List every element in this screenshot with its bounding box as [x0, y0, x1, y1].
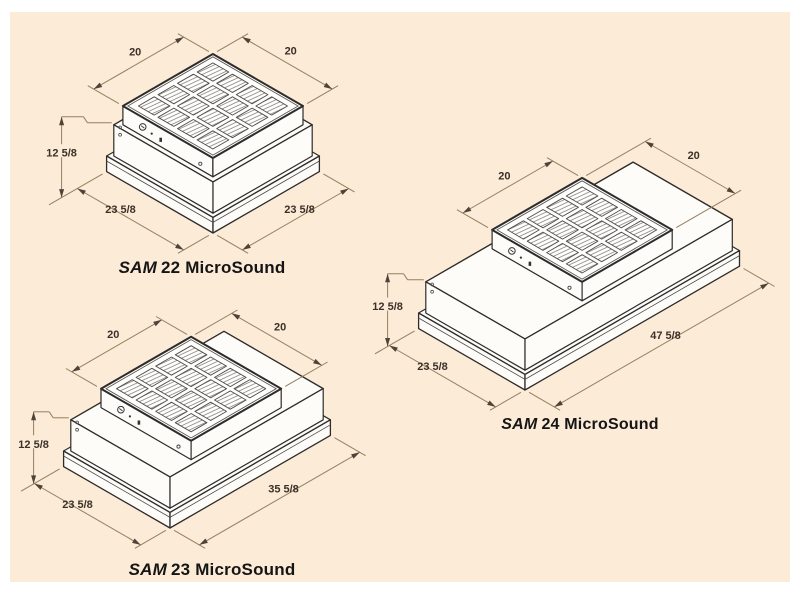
- sam-23-unit-drawing: 20 20 23 5/8 35 5/8 12 5/8: [18, 309, 366, 549]
- unit-label-brand: SAM: [128, 560, 167, 579]
- dim-top-left: 20: [129, 47, 141, 59]
- dim-top-right: 20: [688, 150, 700, 162]
- dim-top-right: 20: [285, 46, 297, 58]
- dim-bottom-left: 23 5/8: [105, 204, 136, 216]
- dim-bottom-right: 47 5/8: [650, 330, 681, 342]
- dim-height: 12 5/8: [18, 439, 49, 451]
- unit-label-text: 23 MicroSound: [170, 560, 296, 579]
- sam-22-unit-drawing: 20 20 23 5/8 23 5/8 12 5/8: [46, 33, 355, 254]
- dim-height: 12 5/8: [46, 148, 77, 160]
- dim-bottom-left: 23 5/8: [62, 499, 93, 511]
- dim-height: 12 5/8: [372, 301, 403, 313]
- dim-top-left: 20: [107, 329, 119, 341]
- sam-24-unit-drawing: 20 20 23 5/8 47 5/8 12 5/8: [372, 137, 775, 411]
- unit-label-text: 22 MicroSound: [160, 258, 286, 277]
- dim-bottom-right: 23 5/8: [284, 204, 315, 216]
- dim-bottom-right: 35 5/8: [268, 484, 299, 496]
- dim-bottom-left: 23 5/8: [417, 361, 448, 373]
- dim-top-right: 20: [274, 322, 286, 334]
- unit-label-brand: SAM: [501, 416, 538, 433]
- unit-label-brand: SAM: [118, 258, 157, 277]
- dim-top-left: 20: [498, 170, 510, 182]
- unit-label-text: 24 MicroSound: [541, 416, 659, 433]
